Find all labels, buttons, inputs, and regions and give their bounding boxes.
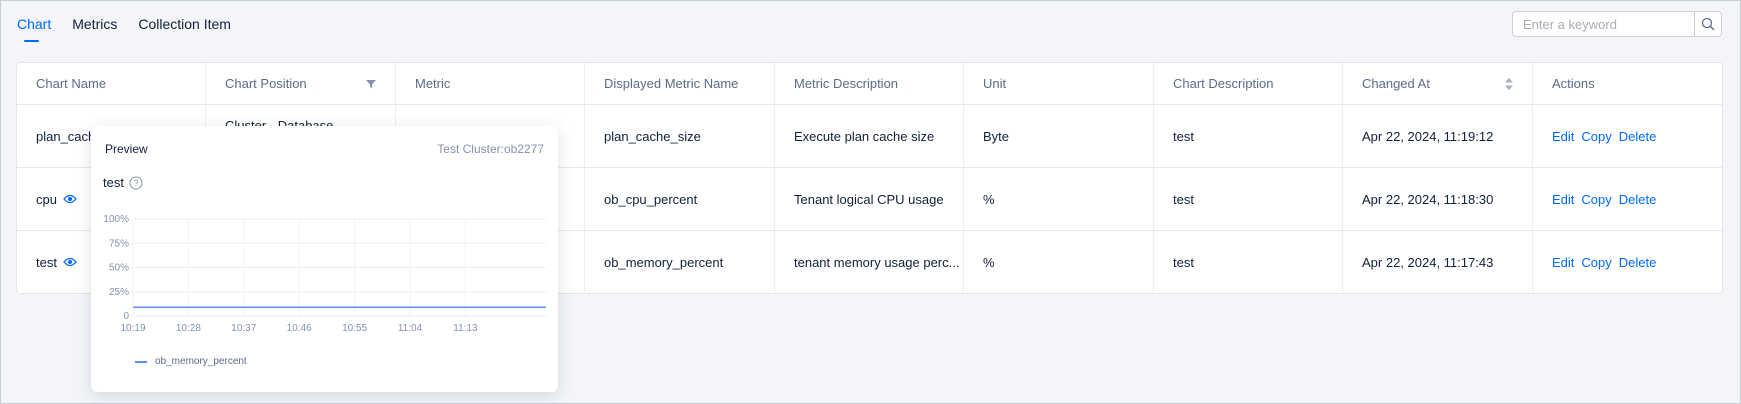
actions-cell: Edit Copy Delete: [1533, 168, 1722, 230]
chart-description-cell: test: [1154, 231, 1343, 293]
header-changed-at[interactable]: Changed At: [1343, 63, 1533, 104]
chart-name-text: cpu: [36, 191, 57, 207]
header-unit[interactable]: Unit: [964, 63, 1154, 104]
edit-link[interactable]: Edit: [1552, 191, 1575, 207]
header-displayed-metric-name[interactable]: Displayed Metric Name: [585, 63, 775, 104]
unit-cell: Byte: [964, 105, 1154, 167]
unit-cell: %: [964, 168, 1154, 230]
x-tick-label: 10:55: [342, 323, 367, 334]
svg-text:?: ?: [133, 178, 138, 188]
tab-chart[interactable]: Chart: [17, 1, 51, 47]
legend-swatch: [135, 360, 147, 363]
metric-cell: [396, 168, 585, 230]
x-tick-label: 11:04: [398, 323, 423, 334]
y-tick-label: 0: [123, 311, 129, 322]
legend-label: ob_memory_percent: [155, 356, 247, 367]
tab-collection-item[interactable]: Collection Item: [138, 16, 231, 32]
displayed-metric-name-cell: plan_cache_size: [585, 105, 775, 167]
x-tick-label: 11:13: [453, 323, 478, 334]
y-tick-label: 50%: [109, 263, 129, 274]
edit-link[interactable]: Edit: [1552, 254, 1575, 270]
chart-title-text: test: [103, 175, 124, 190]
line-chart: 100% 75% 50% 25% 010:19 10:28 10:37 10:46 10:55 1…: [103, 214, 546, 334]
chart-description-cell: test: [1154, 105, 1343, 167]
chart-title: test ?: [103, 175, 143, 190]
help-icon[interactable]: ?: [129, 176, 143, 190]
header-chart-position[interactable]: Chart Position: [206, 63, 396, 104]
table-header: Chart Name Chart Position Metric Display…: [17, 63, 1722, 105]
eye-icon[interactable]: [63, 194, 77, 204]
edit-link[interactable]: Edit: [1552, 128, 1575, 144]
header-chart-position-label: Chart Position: [225, 76, 307, 91]
sort-icon[interactable]: [1505, 77, 1513, 90]
header-metric[interactable]: Metric: [396, 63, 585, 104]
tab-metrics[interactable]: Metrics: [72, 16, 118, 32]
search-icon: [1701, 17, 1715, 31]
header-chart-name[interactable]: Chart Name: [17, 63, 206, 104]
filter-icon[interactable]: [366, 79, 376, 89]
header-metric-description[interactable]: Metric Description: [775, 63, 964, 104]
actions-cell: Edit Copy Delete: [1533, 231, 1722, 293]
table-row: cpu ob_cpu_percent Tenant logical CPU us…: [17, 168, 1722, 231]
unit-cell: %: [964, 231, 1154, 293]
x-tick-label: 10:19: [120, 323, 145, 334]
y-tick-label: 75%: [109, 238, 129, 249]
tab-bar: Chart Metrics Collection Item: [17, 1, 231, 47]
header-actions: Actions: [1552, 76, 1595, 91]
x-tick-label: 10:46: [287, 323, 312, 334]
metric-description-cell: Tenant logical CPU usage: [775, 168, 964, 230]
x-tick-label: 10:37: [231, 323, 256, 334]
copy-link[interactable]: Copy: [1581, 191, 1612, 207]
x-tick-label: 10:28: [176, 323, 201, 334]
preview-popover: Preview Test Cluster:ob2277 test ? 100% 7…: [91, 126, 558, 392]
copy-link[interactable]: Copy: [1581, 254, 1612, 270]
metric-description-cell: tenant memory usage perc...: [775, 231, 964, 293]
y-tick-label: 100%: [103, 214, 129, 225]
changed-at-cell: Apr 22, 2024, 11:17:43: [1343, 231, 1533, 293]
changed-at-cell: Apr 22, 2024, 11:18:30: [1343, 168, 1533, 230]
header-changed-at-label: Changed At: [1362, 76, 1430, 91]
metric-cell: [396, 231, 585, 293]
displayed-metric-name-cell: ob_memory_percent: [585, 231, 775, 293]
delete-link[interactable]: Delete: [1618, 191, 1657, 207]
table-row: test ob_memory_percent tenant memory usa…: [17, 231, 1722, 293]
search-input[interactable]: [1512, 11, 1695, 37]
chart-name-text: test: [36, 254, 57, 270]
displayed-metric-name-cell: ob_cpu_percent: [585, 168, 775, 230]
search-box: [1512, 11, 1722, 37]
delete-link[interactable]: Delete: [1618, 128, 1657, 144]
changed-at-cell: Apr 22, 2024, 11:19:12: [1343, 105, 1533, 167]
metric-description-cell: Execute plan cache size: [775, 105, 964, 167]
delete-link[interactable]: Delete: [1618, 254, 1657, 270]
preview-cluster: Test Cluster:ob2277: [437, 142, 544, 156]
copy-link[interactable]: Copy: [1581, 128, 1612, 144]
metric-cell: [396, 105, 585, 167]
preview-title: Preview: [105, 142, 148, 156]
actions-cell: Edit Copy Delete: [1533, 105, 1722, 167]
eye-icon[interactable]: [63, 257, 77, 267]
chart-legend[interactable]: ob_memory_percent: [135, 356, 247, 367]
header-chart-description[interactable]: Chart Description: [1154, 63, 1343, 104]
y-tick-label: 25%: [109, 287, 129, 298]
chart-description-cell: test: [1154, 168, 1343, 230]
search-button[interactable]: [1695, 11, 1722, 37]
